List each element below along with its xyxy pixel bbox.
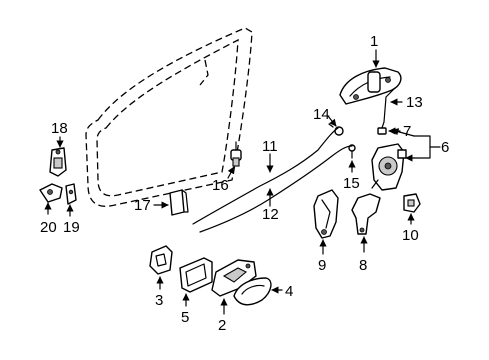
callout-19: 19 [63, 219, 80, 236]
callout-18: 18 [51, 120, 68, 137]
door-latch-assembly [313, 189, 339, 239]
lock-clip [377, 127, 387, 135]
callout-6: 6 [441, 139, 449, 156]
callout-10: 10 [402, 227, 419, 244]
inside-door-handle [211, 259, 257, 297]
door-lock-actuator [371, 143, 407, 191]
handle-escutcheon [179, 257, 213, 293]
callout-15: 15 [343, 175, 360, 192]
callout-12: 12 [262, 206, 279, 223]
door-switch [230, 141, 242, 167]
inside-handle-bezel [149, 245, 173, 275]
callout-17: 17 [134, 197, 151, 214]
callout-13: 13 [406, 94, 423, 111]
callout-8: 8 [359, 257, 367, 274]
door-pad [169, 189, 189, 216]
door-check-link [65, 183, 77, 205]
callout-11: 11 [262, 138, 278, 155]
latch-bracket [351, 193, 381, 235]
lower-door-hinge [39, 183, 63, 203]
door-striker [403, 193, 421, 213]
handle-trim-ring [233, 277, 272, 306]
callout-16: 16 [212, 177, 229, 194]
lock-cable-lower [199, 145, 353, 233]
callout-7: 7 [403, 123, 411, 140]
callout-5: 5 [181, 309, 189, 326]
callout-9: 9 [318, 257, 326, 274]
callout-3: 3 [155, 292, 163, 309]
handle-rod [379, 87, 396, 135]
callout-14: 14 [313, 106, 330, 123]
callout-4: 4 [285, 283, 293, 300]
upper-door-hinge [49, 147, 67, 177]
rear-door-outline [85, 27, 253, 207]
lock-cable-upper [192, 127, 339, 225]
mounting-bolt [348, 144, 356, 159]
callout-2: 2 [218, 317, 226, 334]
outside-door-handle [339, 67, 402, 105]
callout-1: 1 [370, 33, 378, 50]
callout-20: 20 [40, 219, 57, 236]
